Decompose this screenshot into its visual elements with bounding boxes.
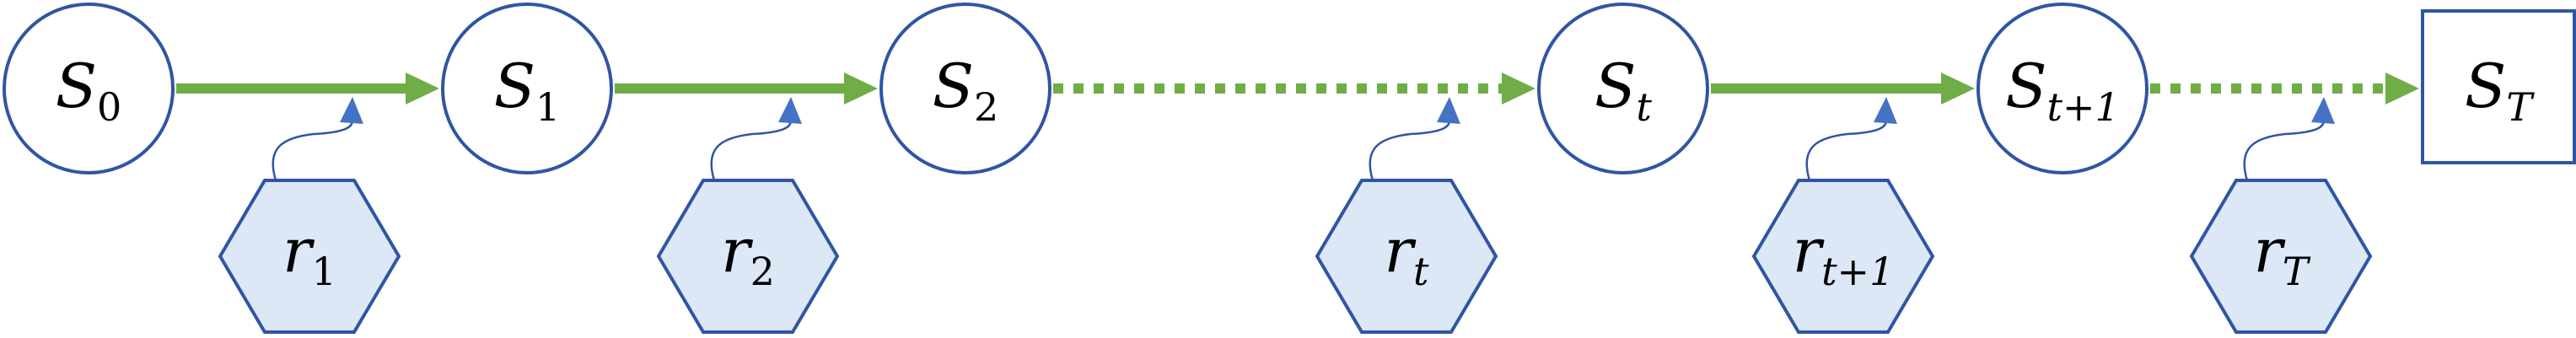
reward-hexagon (2189, 179, 2373, 334)
reward-label-subscript: T (2283, 249, 2311, 294)
reward-label: rT (2253, 215, 2310, 294)
reward-label-subscript: t (1413, 249, 1429, 294)
reward-link-r2 (710, 97, 802, 181)
state-label: S0 (56, 51, 122, 130)
state-label-subscript: T (2506, 84, 2535, 130)
state-label-base: S (2465, 51, 2506, 121)
state-node-s0: S0 (3, 3, 175, 174)
reward-hexagon (218, 179, 401, 334)
transition-s1-s2 (615, 72, 878, 105)
transition-edges (176, 72, 2419, 105)
reward-node-rt: rt (1315, 179, 1498, 334)
state-label: ST (2465, 51, 2535, 130)
reward-curve (1805, 120, 1888, 181)
state-label: St (1595, 51, 1652, 130)
reward-arrowhead (1437, 97, 1460, 124)
reward-node-r1: r1 (218, 179, 401, 334)
reward-hexagon (1751, 179, 1935, 334)
state-label-subscript: t (1636, 84, 1652, 130)
state-node-s1: S1 (441, 3, 613, 174)
state-label: S2 (933, 51, 999, 130)
state-circle (441, 3, 613, 174)
reward-label-base: r (1793, 215, 1825, 286)
transition-arrowhead (2385, 72, 2419, 105)
state-node-st1: St+1 (1976, 3, 2148, 174)
reward-label-base: r (282, 215, 315, 286)
reward-link-rt1 (1805, 97, 1897, 181)
reward-label-base: r (1385, 215, 1417, 286)
state-label-base: S (56, 51, 97, 121)
transition-arrowhead (1502, 72, 1535, 105)
reward-hexagon (1315, 179, 1498, 334)
reward-curve (710, 120, 793, 181)
terminal-state-box (2421, 9, 2576, 164)
reward-label: r1 (282, 215, 336, 294)
reward-label: rt+1 (1793, 215, 1895, 294)
reward-arrowhead (1874, 97, 1897, 124)
transition-s0-s1 (176, 72, 439, 105)
transition-st1-sT (2150, 72, 2419, 105)
reward-arrowhead (2311, 97, 2335, 124)
state-circle (879, 3, 1051, 174)
state-node-sT: ST (2421, 9, 2576, 164)
transition-arrowhead (406, 72, 439, 105)
reward-node-rt1: rt+1 (1751, 179, 1935, 334)
reward-label-base: r (2253, 215, 2285, 286)
state-label-subscript: t+1 (2047, 84, 2120, 130)
reward-curve (1369, 120, 1451, 181)
reward-label-base: r (721, 215, 753, 286)
state-label-base: S (933, 51, 974, 121)
reward-arrowhead (778, 97, 802, 124)
state-label-base: S (1595, 51, 1636, 121)
transition-arrowhead (844, 72, 878, 105)
reward-label-subscript: t+1 (1821, 249, 1894, 294)
reward-label: r2 (721, 215, 775, 294)
reward-hexagon (656, 179, 840, 334)
transition-arrowhead (1941, 72, 1975, 105)
transition-st-st1 (1711, 72, 1975, 105)
state-node-s2: S2 (879, 3, 1051, 174)
state-circle (1976, 3, 2148, 174)
transition-s2-st (1053, 72, 1535, 105)
reward-node-rT: rT (2189, 179, 2373, 334)
reward-label-subscript: 2 (750, 249, 775, 294)
state-label-base: S (494, 51, 535, 121)
reward-link-rt (1369, 97, 1460, 181)
state-label-subscript: 1 (535, 84, 560, 130)
reward-label: rt (1385, 215, 1429, 294)
reward-node-r2: r2 (656, 179, 840, 334)
state-node-st: St (1537, 3, 1709, 174)
reward-link-rT (2243, 97, 2335, 181)
state-label-subscript: 0 (97, 84, 121, 130)
state-label-base: S (2005, 51, 2046, 121)
state-label: St+1 (2005, 51, 2120, 130)
state-label: S1 (494, 51, 561, 130)
state-circle (3, 3, 175, 174)
reward-curve (2243, 120, 2326, 181)
reward-label-subscript: 1 (312, 249, 336, 294)
reward-curve (272, 120, 354, 181)
state-circle (1537, 3, 1709, 174)
state-label-subscript: 2 (974, 84, 998, 130)
reward-arrowhead (340, 97, 363, 124)
reward-links (272, 97, 2335, 181)
reward-link-r1 (272, 97, 363, 181)
